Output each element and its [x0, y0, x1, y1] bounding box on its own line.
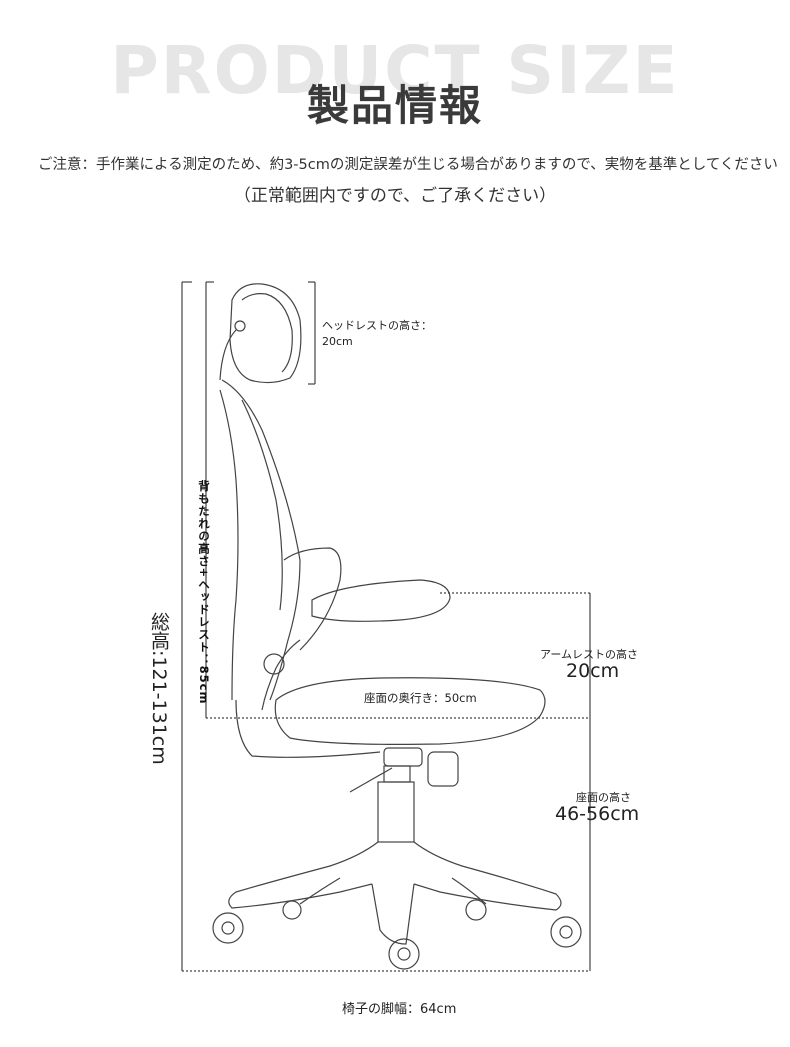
total-height-bracket — [181, 281, 590, 972]
measurement-subnotice: （正常範囲内ですので、ご了承ください） — [233, 186, 557, 206]
armrest-height-label: アームレストの高さ — [540, 648, 639, 661]
seat-height-line — [440, 592, 591, 971]
background-title: PRODUCT SIZE — [110, 32, 680, 109]
armrest-height-value: 20cm — [566, 660, 620, 682]
armrest-shape — [261, 547, 451, 711]
gas-lift — [349, 747, 459, 843]
seat-height-label: 座面の高さ — [576, 791, 631, 804]
backrest-bracket — [205, 281, 590, 719]
star-base — [228, 841, 562, 945]
headrest-height-label: ヘッドレストの高さ： 20cm — [322, 319, 432, 348]
casters — [212, 899, 582, 970]
seat-depth-label: 座面の奥行き：50cm — [364, 691, 477, 705]
backrest-shape — [219, 379, 301, 701]
page-title: 製品情報 — [306, 81, 483, 130]
seat-height-value: 46-56cm — [555, 803, 640, 825]
backrest-height-label: 背もたれの高さ+ヘッドレスト：85cm — [197, 480, 211, 705]
headrest-shape — [219, 283, 302, 384]
measurement-notice: ご注意：手作業による測定のため、約3-5cmの測定誤差が生じる場合がありますので… — [38, 157, 778, 173]
leg-width-label: 椅子の脚幅：64cm — [342, 1002, 457, 1017]
total-height-label: 総高:121-131cm — [148, 612, 170, 765]
seat-shape — [235, 677, 546, 758]
headrest-bracket — [308, 281, 316, 385]
